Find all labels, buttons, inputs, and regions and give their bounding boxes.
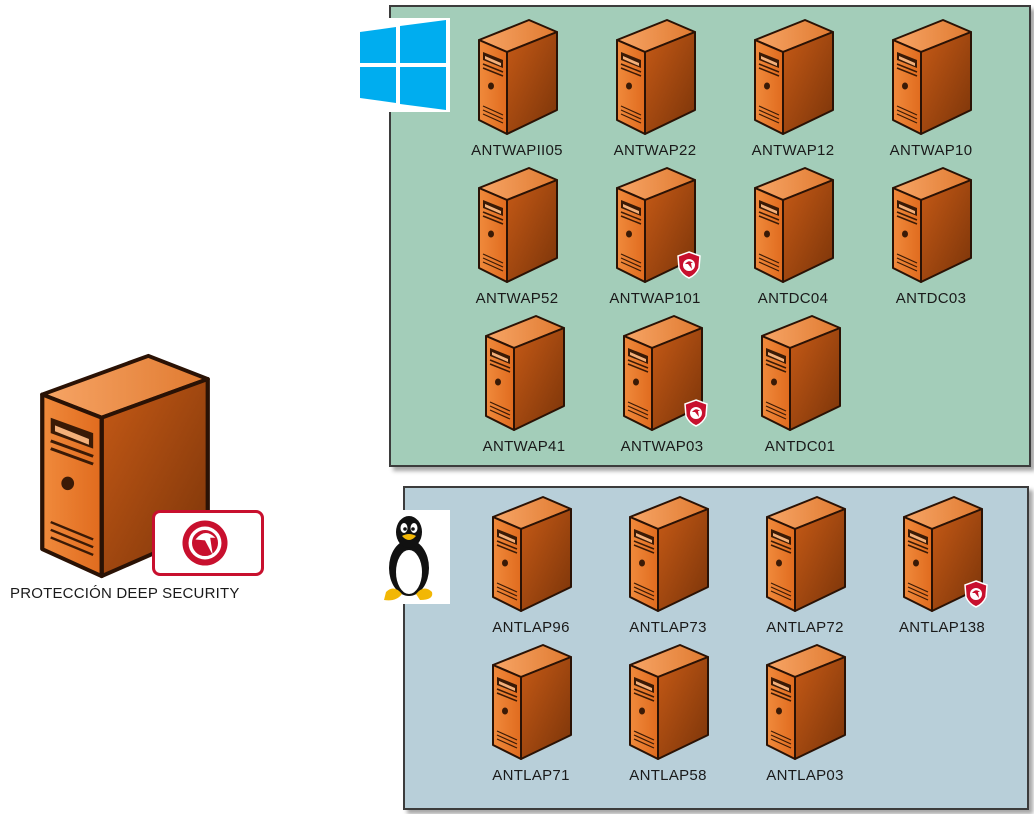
server-name: ANTLAP138: [898, 619, 986, 636]
server-name: ANTLAP03: [766, 767, 844, 784]
deep-security-logo-icon: [152, 510, 264, 576]
server-tower-icon: [477, 18, 559, 136]
server-node: ANTLAP58: [603, 643, 733, 793]
server-node: ANTWAP41: [459, 314, 589, 464]
server-node: ANTWAP22: [590, 18, 720, 168]
server-tower-icon: [765, 495, 847, 613]
server-tower-icon: [477, 166, 559, 284]
server-tower-icon: [628, 495, 710, 613]
server-tower-icon: [615, 18, 697, 136]
server-name: ANTWAPII05: [471, 142, 563, 159]
server-tower-icon: [491, 495, 573, 613]
server-name: ANTLAP72: [766, 619, 844, 636]
server-name: ANTLAP73: [629, 619, 707, 636]
server-node: ANTLAP71: [466, 643, 596, 793]
server-name: ANTWAP03: [620, 438, 704, 455]
linux-tux-icon: [368, 510, 450, 604]
server-name: ANTWAP10: [889, 142, 973, 159]
server-name: ANTDC04: [757, 290, 829, 307]
server-node: ANTDC04: [728, 166, 858, 316]
server-node: ANTDC03: [866, 166, 996, 316]
protection-server-label: PROTECCIÓN DEEP SECURITY: [10, 585, 240, 602]
server-tower-icon: [491, 643, 573, 761]
server-node: ANTWAP03: [597, 314, 727, 464]
server-node: ANTLAP138: [877, 495, 1007, 645]
windows-logo-icon: [356, 18, 450, 112]
server-node: ANTLAP96: [466, 495, 596, 645]
server-node: ANTLAP72: [740, 495, 870, 645]
server-name: ANTWAP22: [613, 142, 697, 159]
server-tower-icon: [765, 643, 847, 761]
server-name: ANTWAP41: [482, 438, 566, 455]
server-name: ANTLAP71: [492, 767, 570, 784]
server-name: ANTWAP12: [751, 142, 835, 159]
server-node: ANTWAPII05: [452, 18, 582, 168]
deep-security-shield-icon: [683, 399, 709, 427]
server-name: ANTWAP52: [475, 290, 559, 307]
server-tower-icon: [484, 314, 566, 432]
protection-server: PROTECCIÓN DEEP SECURITY: [10, 352, 280, 612]
server-name: ANTWAP101: [609, 290, 701, 307]
server-node: ANTLAP03: [740, 643, 870, 793]
server-name: ANTLAP58: [629, 767, 707, 784]
deep-security-shield-icon: [963, 580, 989, 608]
server-node: ANTWAP52: [452, 166, 582, 316]
server-node: ANTWAP12: [728, 18, 858, 168]
server-name: ANTDC03: [895, 290, 967, 307]
server-tower-icon: [891, 18, 973, 136]
server-node: ANTLAP73: [603, 495, 733, 645]
server-name: ANTDC01: [764, 438, 836, 455]
server-name: ANTLAP96: [492, 619, 570, 636]
server-tower-icon: [760, 314, 842, 432]
server-node: ANTWAP101: [590, 166, 720, 316]
server-node: ANTWAP10: [866, 18, 996, 168]
server-tower-icon: [753, 166, 835, 284]
server-tower-icon: [753, 18, 835, 136]
server-tower-icon: [628, 643, 710, 761]
server-node: ANTDC01: [735, 314, 865, 464]
server-tower-icon: [891, 166, 973, 284]
deep-security-shield-icon: [676, 251, 702, 279]
